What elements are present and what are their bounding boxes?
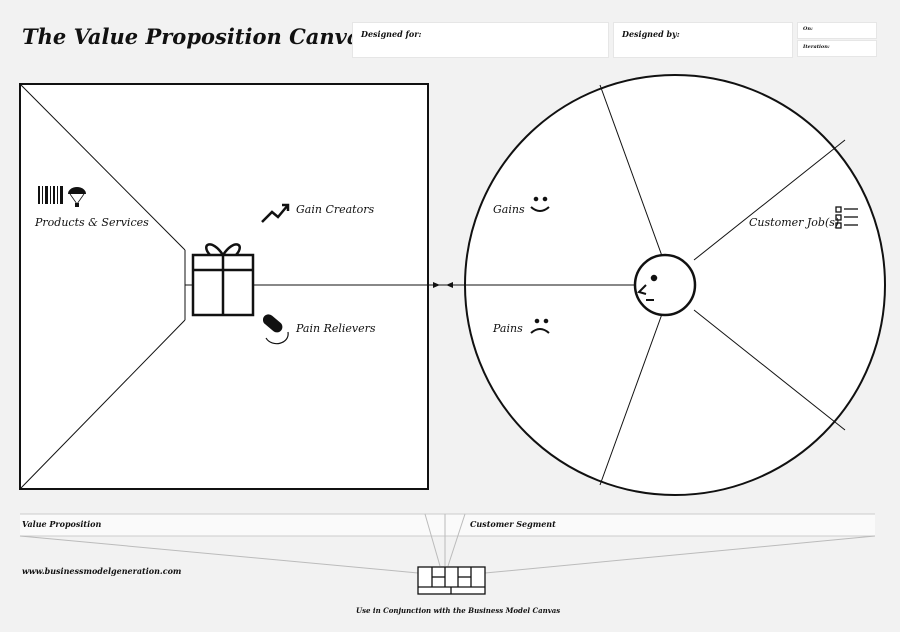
- gift-icon: [191, 243, 255, 317]
- chart-up-icon: [261, 203, 290, 223]
- website-link[interactable]: www.businessmodelgeneration.com: [22, 566, 182, 576]
- gains-label: Gains: [493, 203, 525, 216]
- business-model-canvas-icon: [417, 566, 486, 595]
- pill-icon: [262, 314, 289, 345]
- barcode-icon: [38, 186, 63, 204]
- value-proposition-label: Value Proposition: [22, 519, 102, 529]
- gain-creators-label: Gain Creators: [296, 203, 375, 216]
- customer-face-icon: [633, 253, 697, 317]
- designed-for-field[interactable]: Designed for:: [352, 22, 609, 58]
- customer-jobs-label: Customer Job(s): [749, 216, 840, 229]
- frowny-icon: [530, 318, 550, 334]
- products-services-label: Products & Services: [35, 216, 149, 229]
- page-title: The Value Proposition Canvas: [22, 24, 373, 49]
- checklist-icon: [835, 206, 858, 229]
- designed-by-field[interactable]: Designed by:: [613, 22, 793, 58]
- customer-segment-label: Customer Segment: [470, 519, 556, 529]
- parachute-icon: [68, 187, 86, 207]
- arrow-left-icon: [446, 282, 453, 288]
- designed-for-label: Designed for:: [361, 29, 422, 39]
- arrow-right-icon: [433, 282, 440, 288]
- iteration-field[interactable]: Iteration:: [797, 40, 877, 57]
- iteration-label: Iteration:: [803, 44, 830, 50]
- on-label: On:: [803, 26, 813, 32]
- pain-relievers-label: Pain Relievers: [296, 322, 376, 335]
- pains-label: Pains: [493, 322, 523, 335]
- smiley-icon: [530, 196, 550, 212]
- date-field[interactable]: On:: [797, 22, 877, 39]
- designed-by-label: Designed by:: [622, 29, 680, 39]
- use-note: Use in Conjunction with the Business Mod…: [356, 606, 561, 615]
